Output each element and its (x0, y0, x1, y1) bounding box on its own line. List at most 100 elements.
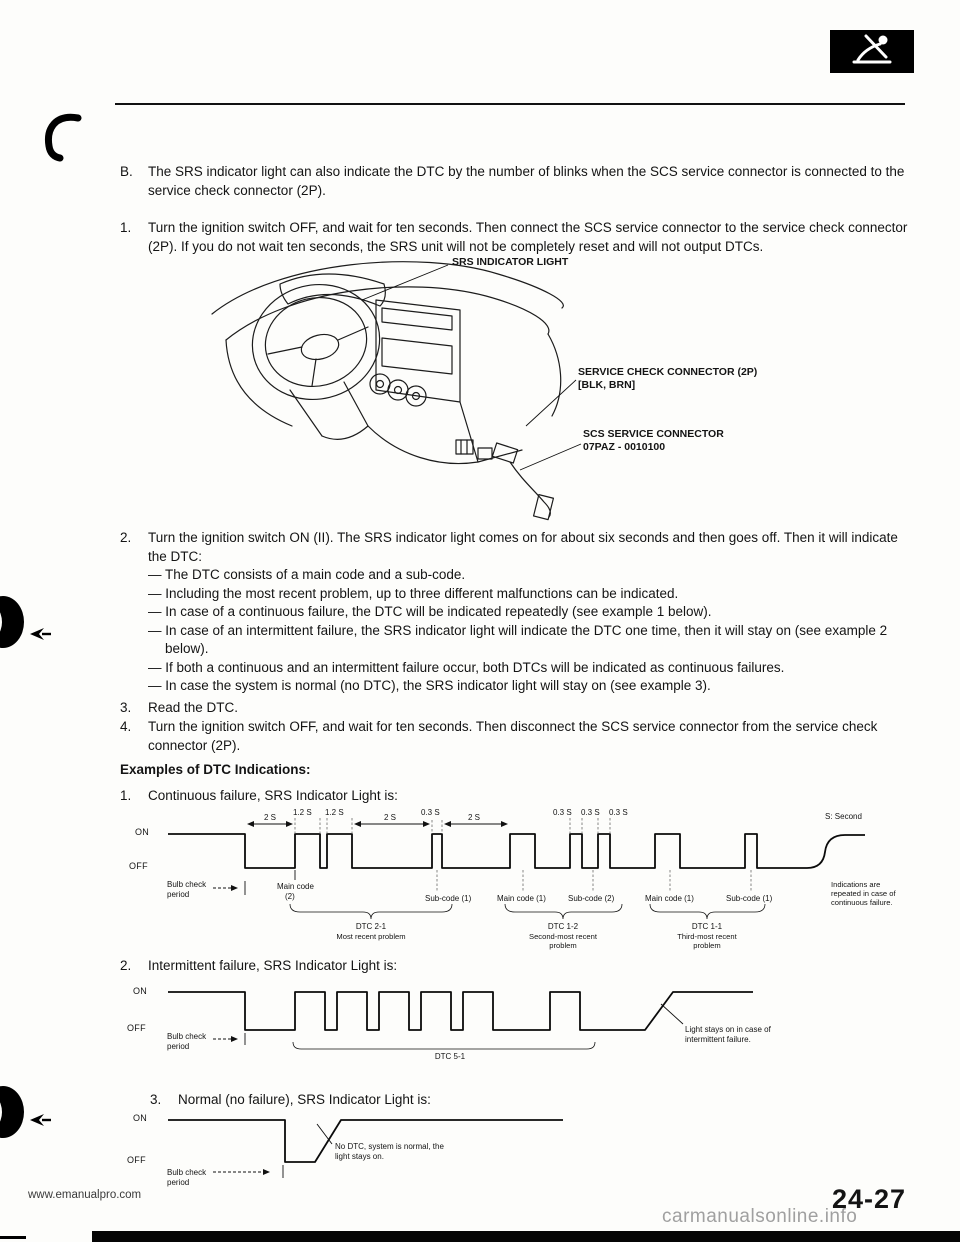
bulb-check-label: Bulb check period (167, 1168, 206, 1187)
stays-on-note: Light stays on in case of intermittent f… (685, 1025, 771, 1044)
list-item: — In case the system is normal (no DTC),… (148, 678, 711, 693)
dtc-notes-list: — The DTC consists of a main code and a … (148, 566, 902, 696)
example-2-title: 2. Intermittent failure, SRS Indicator L… (120, 956, 720, 975)
intermittent-failure-diagram: ON OFF Bulb check period DTC 5-1 Light s… (125, 978, 915, 1078)
dtc-2-1-label: DTC 2-1 (355, 922, 387, 931)
off-axis-label: OFF (129, 861, 148, 871)
label-line: (2) (285, 891, 295, 901)
item-label: 1. (120, 788, 132, 803)
list-item: — In case of an intermittent failure, th… (148, 622, 888, 657)
second-legend: S: Second (825, 812, 862, 821)
item-label: 2. (120, 530, 132, 545)
seatbelt-person-icon (852, 34, 892, 64)
dtc-5-1-label: DTC 5-1 (434, 1052, 466, 1061)
examples-heading: Examples of DTC Indications: (120, 762, 311, 777)
callout-leader-lines (361, 264, 582, 471)
service-check-connector-label: SERVICE CHECK CONNECTOR (2P) [BLK, BRN] (578, 366, 757, 392)
off-axis-label: OFF (127, 1155, 146, 1165)
time-label-2s: 2 S (264, 813, 277, 822)
scs-service-connector-label: SCS SERVICE CONNECTOR 07PAZ - 0010100 (583, 428, 724, 454)
label-line: Bulb check (167, 1168, 207, 1177)
header-rule (115, 103, 905, 105)
label-line: Main code (277, 882, 314, 891)
dashboard-diagram: SRS INDICATOR LIGHT SERVICE CHECK CONNEC… (130, 250, 850, 524)
example-1-title: 1. Continuous failure, SRS Indicator Lig… (120, 786, 720, 805)
paragraph-b: B. The SRS indicator light can also indi… (120, 162, 908, 200)
on-axis-label: ON (133, 986, 148, 996)
list-item: — In case of a continuous failure, the D… (148, 604, 712, 619)
website-url: www.emanualpro.com (28, 1189, 142, 1201)
item-text: The SRS indicator light can also indicat… (148, 164, 905, 198)
label-line: 07PAZ - 0010100 (583, 441, 666, 453)
label-line: Bulb check (167, 1032, 207, 1041)
bulb-check-label: Bulb check period (167, 880, 206, 899)
intermittent-failure-waveform (168, 991, 753, 1050)
time-label-2s: 2 S (384, 813, 397, 822)
step-4: 4. Turn the ignition switch OFF, and wai… (120, 717, 908, 755)
srs-section-icon (830, 30, 914, 73)
label-line: period (167, 1041, 190, 1051)
dtc-1-2-desc: Second-most recent problem (529, 932, 597, 951)
list-item: — The DTC consists of a main code and a … (148, 567, 466, 582)
sub-code-1-label: Sub-code (1) (726, 894, 773, 903)
item-text: Turn the ignition switch OFF, and wait f… (148, 220, 908, 254)
bottom-left-mark (0, 1236, 26, 1239)
left-edge-arrow (30, 1114, 51, 1126)
continuous-failure-diagram: ON OFF 1.2 S 1.2 S 0.3 S 2 S 2 S 2 S 0.3… (125, 808, 915, 956)
main-code-1-label: Main code (1) (645, 894, 694, 903)
label-line: [BLK, BRN] (578, 379, 636, 391)
off-axis-label: OFF (127, 1023, 146, 1033)
page-number: 24-27 (832, 1184, 907, 1214)
on-axis-label: ON (133, 1113, 148, 1123)
repeat-note: Indications are repeated in case of cont… (831, 880, 896, 908)
label-line: SCS SERVICE CONNECTOR (583, 428, 724, 440)
bottom-bar (92, 1231, 960, 1242)
time-label-1-2s: 1.2 S (293, 808, 312, 817)
time-label-0-3s: 0.3 S (581, 808, 600, 817)
step-2: 2. Turn the ignition switch ON (II). The… (120, 528, 908, 566)
dtc-1-2-label: DTC 1-2 (547, 922, 579, 931)
time-label-0-3s: 0.3 S (553, 808, 572, 817)
watermark-text: carmanualsonline.info (662, 1206, 858, 1227)
time-label-0-3s: 0.3 S (609, 808, 628, 817)
left-edge-arrow (30, 628, 51, 640)
item-text: Continuous failure, SRS Indicator Light … (148, 788, 398, 803)
time-label-1-2s: 1.2 S (325, 808, 344, 817)
item-label: 2. (120, 958, 132, 973)
dtc-1-1-label: DTC 1-1 (691, 922, 723, 931)
item-label: 1. (120, 220, 132, 235)
label-line: period (167, 1177, 190, 1187)
item-text: Turn the ignition switch ON (II). The SR… (148, 530, 898, 564)
list-item: — Including the most recent problem, up … (148, 585, 679, 601)
sub-code-2-label: Sub-code (2) (568, 894, 615, 903)
label-line: Bulb check (167, 880, 207, 889)
corner-hook-mark (44, 113, 82, 162)
dashboard-illustration (211, 261, 582, 521)
left-edge-mark (0, 1086, 24, 1138)
dtc-2-1-desc: Most recent problem (336, 932, 406, 941)
dtc-1-1-desc: Third-most recent problem (677, 932, 737, 951)
left-edge-mark (0, 596, 24, 648)
on-axis-label: ON (135, 827, 150, 837)
item-text: Normal (no failure), SRS Indicator Light… (178, 1092, 431, 1107)
step-1: 1. Turn the ignition switch OFF, and wai… (120, 218, 908, 256)
list-item: — If both a continuous and an intermitte… (148, 659, 785, 675)
step-3: 3. Read the DTC. (120, 698, 908, 717)
item-label: 4. (120, 719, 132, 734)
main-code-2-label: Main code (2) (277, 882, 314, 901)
bulb-check-label: Bulb check period (167, 1032, 206, 1051)
label-line: SERVICE CHECK CONNECTOR (2P) (578, 366, 758, 378)
time-label-0-3s: 0.3 S (421, 808, 440, 817)
main-code-1-label: Main code (1) (497, 894, 546, 903)
continuous-failure-waveform (168, 818, 865, 920)
item-text: Intermittent failure, SRS Indicator Ligh… (148, 958, 398, 973)
time-label-2s: 2 S (468, 813, 481, 822)
item-label: B. (120, 164, 133, 179)
normal-no-failure-diagram: ON OFF Bulb check period No DTC, system … (125, 1108, 725, 1198)
item-label: 3. (120, 700, 132, 715)
normal-waveform (168, 1119, 563, 1178)
sub-code-1-label: Sub-code (1) (425, 894, 472, 903)
example-3-title: 3. Normal (no failure), SRS Indicator Li… (150, 1090, 750, 1109)
item-text: Read the DTC. (148, 700, 239, 715)
